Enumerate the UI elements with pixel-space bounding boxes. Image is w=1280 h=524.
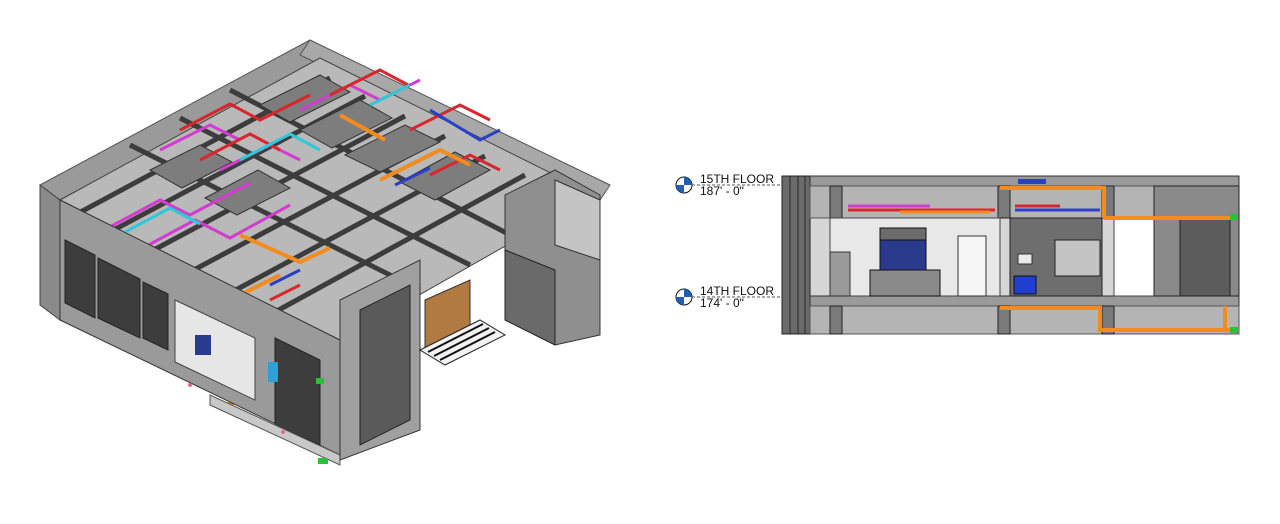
level-elevation-15: 187' - 0" bbox=[700, 184, 744, 198]
slab-14th-floor bbox=[809, 295, 1240, 307]
building-section bbox=[781, 175, 1240, 335]
level-label-15th-floor: 15TH FLOOR 187' - 0" bbox=[700, 173, 774, 197]
isometric-building-model bbox=[39, 39, 611, 466]
iso-lab-fixture-blue bbox=[195, 335, 211, 355]
section-door bbox=[957, 235, 987, 297]
section-left-facade-lines bbox=[789, 176, 806, 334]
iso-right-tower-face bbox=[554, 179, 601, 261]
section-cabinet-blue bbox=[879, 239, 927, 271]
level-marker-15-symbol bbox=[675, 176, 782, 194]
section-duct-orange bbox=[1000, 186, 1236, 332]
iso-pink-markers bbox=[188, 383, 285, 434]
level-name-15: 15TH FLOOR bbox=[700, 172, 775, 186]
iso-front-left-facade bbox=[39, 184, 61, 321]
iso-lab-room bbox=[174, 299, 256, 401]
iso-lower-walkway bbox=[209, 394, 341, 466]
iso-right-tower-lower bbox=[504, 249, 556, 346]
iso-piping-red bbox=[179, 68, 501, 302]
iso-piping-blue bbox=[269, 108, 501, 287]
iso-piping-cyan bbox=[109, 83, 411, 242]
section-room-right-panel bbox=[1179, 217, 1231, 297]
iso-louver-lines bbox=[427, 323, 496, 361]
iso-lab-door-cyan bbox=[268, 362, 278, 382]
level-label-14th-floor: 14TH FLOOR 174' - 0" bbox=[700, 285, 774, 309]
iso-green-valves bbox=[316, 378, 328, 464]
iso-core-block-dark bbox=[359, 284, 411, 446]
section-cabinet-upper bbox=[879, 227, 927, 241]
iso-facade-dark-panels bbox=[64, 239, 321, 446]
section-piping-15 bbox=[848, 179, 1100, 214]
section-green-valves bbox=[1230, 214, 1238, 333]
section-cabinet-base bbox=[869, 269, 941, 297]
section-left-facade bbox=[781, 175, 811, 335]
section-sink bbox=[1017, 253, 1033, 265]
section-beams bbox=[829, 185, 1115, 335]
section-wall-strip bbox=[829, 251, 851, 297]
level-marker-14-symbol bbox=[675, 288, 782, 306]
section-room-open bbox=[1113, 217, 1155, 297]
level-name-14: 14TH FLOOR bbox=[700, 284, 775, 298]
section-fume-hood bbox=[1054, 239, 1101, 277]
section-fixture-blue bbox=[1013, 275, 1037, 295]
level-elevation-14: 174' - 0" bbox=[700, 296, 744, 310]
